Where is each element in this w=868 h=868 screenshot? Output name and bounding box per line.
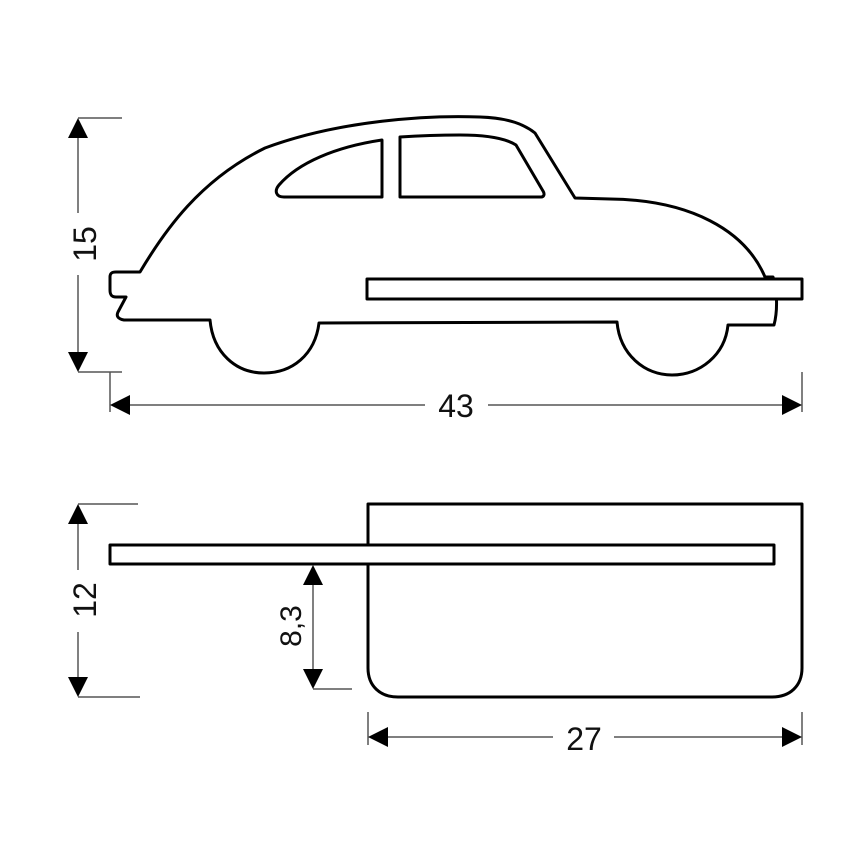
- depth-dimension: 12: [67, 503, 140, 698]
- depth-label: 12: [67, 582, 103, 618]
- arrow-right-icon: [782, 395, 802, 415]
- shelf-plank-top: [108, 543, 776, 566]
- arrow-left-icon: [368, 727, 388, 747]
- shelf-depth-label: 27: [566, 721, 602, 757]
- arrow-up-icon: [68, 504, 88, 524]
- body-top-outline: [366, 502, 804, 699]
- rear-window: [274, 138, 384, 199]
- arrow-right-icon: [782, 727, 802, 747]
- height-label: 15: [67, 226, 103, 262]
- arrow-down-icon: [68, 677, 88, 697]
- shelf-offset-dimension: 8,3: [275, 565, 352, 690]
- shelf-depth-dimension: 27: [367, 712, 803, 757]
- arrow-down-icon: [303, 669, 323, 689]
- car-body-outline: [108, 115, 778, 377]
- car-side-view: [108, 115, 804, 377]
- car-top-view: [108, 502, 804, 699]
- arrow-up-icon: [303, 565, 323, 585]
- shelf-offset-label: 8,3: [275, 605, 308, 647]
- width-dimension: 43: [109, 372, 803, 424]
- width-label: 43: [438, 388, 474, 424]
- height-dimension: 15: [67, 117, 122, 373]
- shelf-plank-side: [365, 277, 804, 301]
- arrow-up-icon: [68, 118, 88, 138]
- arrow-left-icon: [110, 395, 130, 415]
- front-window: [398, 133, 546, 199]
- arrow-down-icon: [68, 352, 88, 372]
